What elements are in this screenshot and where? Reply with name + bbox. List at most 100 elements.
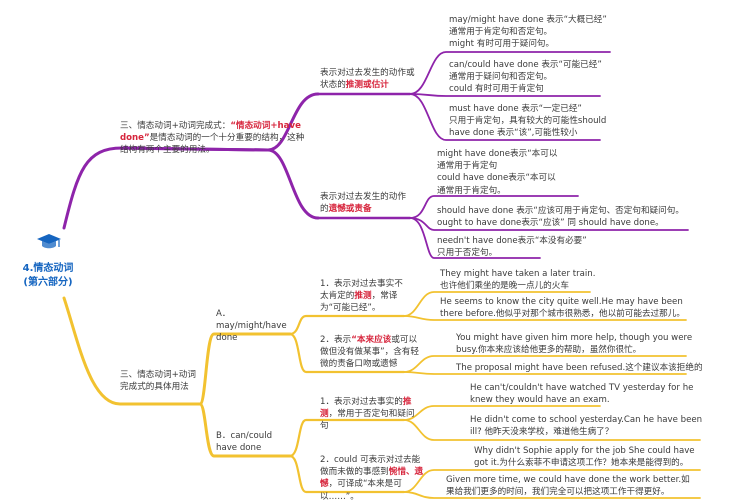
text-line: 通常用于肯定句和否定句。	[449, 27, 553, 38]
branch-line	[403, 291, 591, 317]
text-line: 通常用于疑问句和否定句。	[449, 72, 553, 83]
text-line: “本来应该	[351, 335, 392, 345]
text-line: Why didn't Sophie apply for the job She …	[474, 446, 695, 456]
root-title-main: 4.情态动词	[22, 263, 74, 274]
text-line: could have done表示“本可以	[437, 173, 556, 184]
text-line: ，常译为“可能已经”。	[320, 291, 398, 314]
branch-line	[409, 93, 601, 97]
text-line: You might have given him more help, thou…	[456, 333, 693, 343]
b1-node: 1．表示对过去事实的推测，常用于否定句和疑问句	[320, 396, 416, 433]
text-line: ill? 他昨天没来学校，难道他生病了？	[470, 427, 614, 438]
text-line: knew they would have an exam.	[470, 395, 610, 406]
text-line: ought to have done表示“应该” 同 should have d…	[437, 218, 664, 229]
branch-lower-to-b	[198, 402, 292, 458]
text-line: 推测	[354, 291, 372, 302]
speculate-text: 表示对过去发生的动作或状态的	[320, 68, 415, 91]
text-line: may/might have done 表示“大概已经”	[449, 15, 607, 25]
text-line: have done 表示“该”,可能性较小	[449, 128, 578, 139]
text-line: A．may/might/have done	[216, 309, 287, 344]
branch-line	[288, 454, 406, 494]
text-line: needn't have done表示“本没有必要”	[437, 236, 587, 246]
underline-upper-section	[120, 146, 270, 152]
text-line: The proposal might have been refused.这个建…	[456, 363, 703, 373]
branch-line	[403, 469, 701, 493]
text-line: should have done 表示“应该可用于肯定句、否定句和疑问句。	[437, 206, 684, 216]
branch-line	[403, 419, 701, 441]
text-line: 1．表示对过去事实的	[320, 397, 403, 407]
branch-line	[409, 195, 579, 219]
example-a2-1: You might have given him more help, thou…	[456, 332, 692, 356]
text-line: 果给我们更多的时间，我们完全可以把这项工作干得更好。	[446, 487, 670, 498]
text-line: busy.你本来应该给他更多的帮助，虽然你很忙。	[456, 345, 642, 356]
label-b-can-could: B．can/could have done	[216, 430, 290, 454]
text-line: might 有时可用于疑问句。	[449, 39, 555, 50]
text-line: 2．could 可表示对过去能做而未做的事感到	[320, 455, 421, 478]
branch-line	[409, 51, 611, 95]
example-b1-2: He didn't come to school yesterday.Can h…	[470, 414, 702, 438]
text-line: got it.为什么索菲不申请这项工作？她本来是能得到的。	[474, 458, 689, 469]
leaf-may-might: may/might have done 表示“大概已经” 通常用于肯定句和否定句。…	[449, 14, 607, 51]
text-line: 惋惜、遗憾	[320, 467, 424, 490]
branch-lower-to-a	[198, 332, 292, 406]
leaf-should-ought: should have done 表示“应该可用于肯定句、否定句和疑问句。 oug…	[437, 205, 684, 229]
root-node: 4.情态动词 (第六部分)	[6, 224, 90, 300]
branch-line	[403, 315, 687, 321]
a2-node: 2．表示“本来应该或可以做但没有做某事”，含有轻微的责备口吻或遗憾	[320, 334, 420, 371]
lower-section-node: 三、情态动词+动词完成式的具体用法	[120, 369, 200, 393]
text-line: He can't/couldn't have watched TV yester…	[470, 383, 694, 393]
branch-line	[288, 418, 406, 458]
example-b2-2: Given more time, we could have done the …	[446, 474, 690, 498]
text-line: They might have taken a later train.	[440, 269, 596, 279]
label-a-may-might: A．may/might/have done	[216, 308, 290, 345]
text-line: 或可以做但没有做某事”，含有轻微的责备口吻或遗憾	[320, 335, 419, 370]
text-line: B．can/could have done	[216, 431, 273, 454]
branch-root-to-upper	[62, 92, 320, 230]
branch-line	[403, 371, 687, 375]
text-line: Given more time, we could have done the …	[446, 475, 690, 485]
leaf-neednt: needn't have done表示“本没有必要” 只用于否定句。	[437, 235, 587, 259]
text-line: ，常用于否定句和疑问句	[320, 409, 415, 432]
leaf-must: must have done 表示“一定已经” 只用于肯定句，具有较大的可能性sh…	[449, 103, 606, 140]
speculate-node: 表示对过去发生的动作或状态的推测或估计	[320, 67, 416, 91]
a1-node: 1．表示对过去事实不太肯定的推测，常译为“可能已经”。	[320, 278, 406, 315]
branch-line	[403, 405, 601, 421]
branch-line	[409, 93, 601, 141]
reproach-highlight: 遗憾或责备	[328, 204, 372, 215]
branch-line	[403, 491, 701, 499]
upper-section-highlight: “情态动词+have done”	[120, 121, 301, 144]
text-line: He didn't come to school yesterday.Can h…	[470, 415, 703, 425]
text-line: 只用于否定句。	[437, 248, 498, 259]
speculate-highlight: 推测或估计	[345, 80, 389, 91]
text-line: 通常用于肯定句	[437, 161, 498, 172]
branch-line	[288, 332, 406, 374]
leaf-can-could: can/could have done 表示“可能已经”通常用于疑问句和否定句。…	[449, 59, 602, 96]
text-line: must have done 表示“一定已经”	[449, 104, 582, 114]
branch-line	[409, 217, 541, 259]
lower-section-text: 三、情态动词+动词完成式的具体用法	[120, 370, 196, 393]
example-a1-2: He seems to know the city quite well.He …	[440, 296, 685, 320]
reproach-text: 表示对过去发生的动作的	[320, 192, 406, 215]
text-line: 1．表示对过去事实不太肯定的	[320, 279, 403, 302]
text-line: 只用于肯定句，具有较大的可能性should	[449, 116, 607, 127]
text-line: ，可译成“本来是可以……”。	[320, 479, 402, 502]
graduation-cap-icon	[37, 234, 61, 249]
text-line: 2．表示	[320, 335, 352, 345]
example-b1-1: He can't/couldn't have watched TV yester…	[470, 382, 693, 406]
branch-upper-to-reproach	[266, 148, 320, 220]
b2-node: 2．could 可表示对过去能做而未做的事感到惋惜、遗憾，可译成“本来是可以………	[320, 454, 426, 503]
branch-line	[288, 314, 406, 336]
example-a2-2: The proposal might have been refused.这个建…	[456, 362, 703, 374]
example-a1-1: They might have taken a later train.也许他们…	[440, 268, 595, 292]
upper-section-node: 三、情态动词+动词完成式：“情态动词+have done”是情态动词的一个十分重…	[120, 120, 306, 157]
text-line: might have done表示“本可以	[437, 149, 558, 159]
text-line: He seems to know the city quite well.He …	[440, 297, 683, 307]
text-line: 推测	[320, 397, 412, 420]
branch-root-to-lower	[62, 296, 202, 406]
root-title: 4.情态动词 (第六部分)	[6, 262, 90, 290]
root-subtitle: (第六部分)	[23, 277, 73, 288]
upper-section-text: 三、情态动词+动词完成式：	[120, 121, 231, 131]
text-line: 通常用于肯定句。	[437, 185, 506, 196]
text-line: could 有时可用于肯定句	[449, 84, 544, 95]
